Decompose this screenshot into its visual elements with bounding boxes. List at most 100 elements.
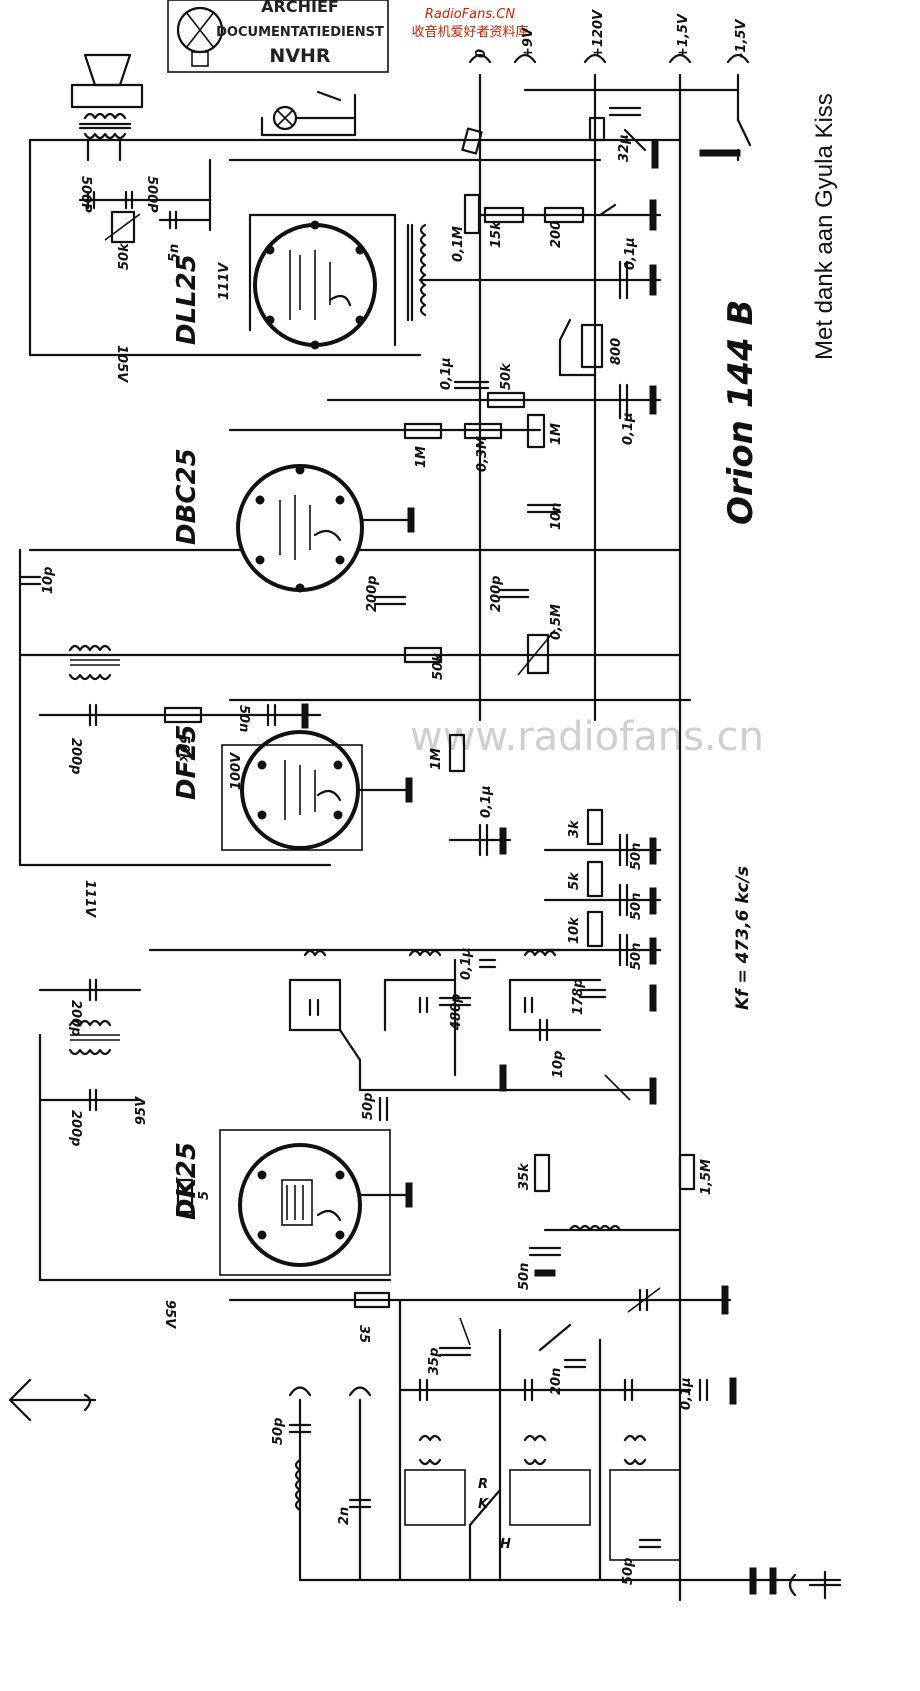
res-0-3m: 0,3M (475, 436, 490, 472)
res-15k: 15k (489, 220, 504, 248)
voltage-df25-screen: 100V (229, 752, 244, 790)
cap-10p: 10p (41, 567, 56, 594)
supply-terminals: 0 +9V +120V +1,5V -1,5V (461, 9, 752, 162)
cap-50n-c: 50n (629, 893, 644, 920)
res-35k: 35k (517, 1162, 532, 1190)
cap-50n-b: 50n (629, 843, 644, 870)
res-50k-b: 50k (499, 362, 514, 390)
cap-50n-e: 50n (517, 1263, 532, 1290)
cap-480p: 480p (449, 994, 464, 1031)
tube-dbc25: DBC25 (172, 448, 415, 593)
cap-200p-a: 200p (365, 576, 380, 612)
res-0-1m: 0,1M (451, 226, 466, 262)
ground-bar (699, 149, 741, 157)
voltage-dll25-bias: 105V (114, 345, 129, 383)
voltage-dk25-anode: 95V (134, 1096, 149, 1125)
res-50k-c: 50k (431, 652, 446, 680)
site-tagline: 收音机爱好者资料库 (411, 24, 528, 40)
cap-200p-c: 200p (68, 738, 83, 774)
res-5k: 5k (567, 871, 582, 890)
stamp-line2: DOCUMENTATIEDIENST (216, 25, 384, 40)
terminal-plus120v: +120V (591, 9, 606, 58)
band-h: H (500, 1537, 511, 1552)
site-name: RadioFans.CN (425, 7, 515, 22)
terminal-minus1-5v: -1,5V (734, 19, 749, 58)
pilot-lamp (260, 90, 357, 137)
terminal-plus1-5v: +1,5V (676, 13, 691, 58)
cap-2n: 2n (337, 1507, 352, 1525)
res-1m-b: 1M (549, 423, 564, 445)
tube-df25: DF25 100V 111V (82, 724, 413, 918)
watermark: www.radiofans.cn (410, 714, 764, 760)
credit-text: Met dank aan Gyula Kiss (811, 93, 838, 360)
cap-32u: 32µ (617, 134, 632, 162)
cap-10n: 10n (549, 503, 564, 530)
res-200: 200 (549, 221, 564, 248)
pot-50k-tone: 50k (117, 242, 132, 270)
if-transformer-1: 200p 50k 50n 1M 0,1µ (68, 644, 507, 857)
tube-dll25: DLL25 111V (172, 213, 397, 350)
earth-socket-icon (348, 1386, 372, 1397)
if-filter-block: 0,1µ 480p 178p 10p 50p (288, 947, 657, 1122)
res-50k-d: 50k (176, 735, 191, 763)
earth-terminal-icon (788, 1573, 797, 1597)
if-transformer-2: 200p 200p (68, 978, 120, 1146)
archive-stamp: ARCHIEF DOCUMENTATIEDIENST NVHR (167, 0, 389, 73)
cap-0-1u-d: 0,1µ (479, 785, 494, 818)
terminal-plus9v: +9V (521, 27, 536, 58)
band-k: K (478, 1497, 489, 1512)
cap-178p: 178p (571, 979, 586, 1015)
model-title: Orion 144 B (721, 300, 761, 525)
rf-input-section: 35 35p 20n 0,1µ 50p R K H (8, 1285, 842, 1600)
cap-50p-b: 50p (621, 1558, 636, 1585)
cap-200p-b: 200p (489, 576, 504, 612)
res-5: 5 (197, 1191, 212, 1200)
res-35: 35 (356, 1325, 371, 1343)
pot-0-5m: 0,5M (549, 604, 564, 640)
band-r: R (478, 1477, 488, 1492)
voltage-df25-anode: 111V (82, 880, 97, 918)
fuse-icon (588, 116, 606, 142)
cap-200p-e: 200p (68, 1110, 83, 1146)
speaker (70, 53, 144, 162)
voltage-dk25-osc: 95V (162, 1300, 177, 1329)
tube-label-df25: DF25 (172, 724, 202, 800)
loudspeaker-icon (83, 53, 132, 87)
terminal-zero: 0 (474, 49, 489, 58)
cap-35p: 35p (427, 1348, 442, 1375)
fuse-icon (461, 127, 483, 155)
res-3k: 3k (567, 819, 582, 838)
cap-0-1u-a: 0,1µ (623, 237, 638, 270)
cap-50n-a: 50n (236, 705, 251, 732)
tube-label-dbc25: DBC25 (172, 448, 202, 545)
res-1m-c: 1M (429, 748, 444, 770)
cap-0-1u-e: 0,1µ (459, 947, 474, 980)
if-frequency-note: Kf = 473,6 kc/s (733, 866, 753, 1010)
tube-dk25: DK25 95V 95V (134, 1096, 413, 1329)
antenna-socket-icon (288, 1386, 312, 1397)
cap-20n: 20n (549, 1368, 564, 1395)
tube-label-dll25: DLL25 (172, 254, 202, 345)
res-1-5m: 1,5M (699, 1159, 714, 1195)
cap-200p-d: 200p (68, 1000, 83, 1036)
cap-10p-b: 10p (551, 1051, 566, 1078)
cap-5n: 5n (167, 244, 182, 262)
stamp-line3: NVHR (269, 45, 331, 67)
cap-0-1u-f: 0,1µ (679, 1377, 694, 1410)
cap-50n-d: 50n (629, 943, 644, 970)
cap-0-1u-c: 0,1µ (439, 357, 454, 390)
cap-50p-a: 50p (361, 1093, 376, 1120)
cap-500p-a: 500P (78, 176, 93, 213)
mixer-network: 35k 5 1,5M 50n (176, 1153, 714, 1290)
voltage-dll25-grid: 111V (217, 262, 232, 300)
res-10k: 10k (567, 916, 582, 944)
output-stage: 500P 500P 50k 5n 105V 0,1M 15k 200 0,1µ … (78, 106, 659, 445)
ground-bar (749, 1567, 757, 1595)
cap-50p-c: 50p (271, 1418, 286, 1445)
detector-network: 1M 0,3M 1M 10n 10p 200p 200p 0,5M 50k (18, 413, 564, 680)
res-800: 800 (609, 338, 624, 365)
cap-0-1u-b: 0,1µ (621, 412, 636, 445)
res-1m-a: 1M (414, 446, 429, 468)
cap-500p-b: 500P (144, 176, 159, 213)
